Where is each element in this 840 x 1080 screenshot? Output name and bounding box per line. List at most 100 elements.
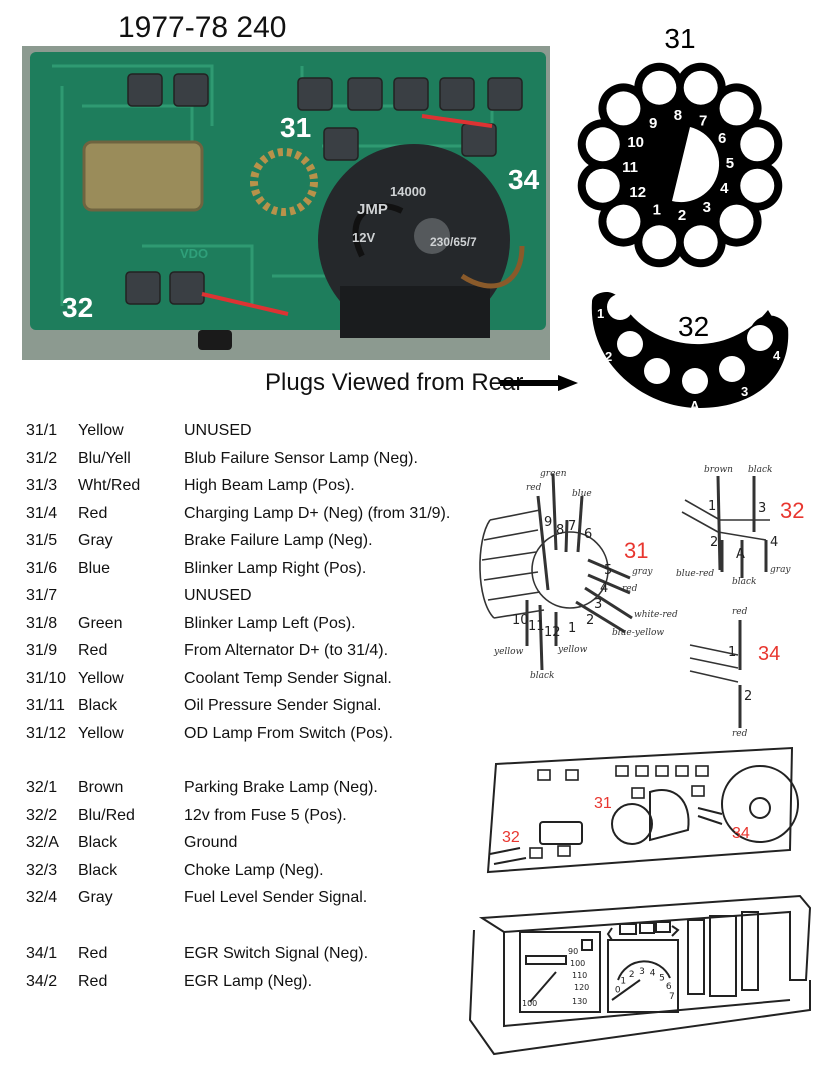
connector-32-pin-3: 3 (741, 384, 748, 399)
connector-31-pin-12: 12 (629, 184, 646, 201)
wire-label-31-red-2: red (622, 584, 638, 594)
wiring-plug-32-label: 32 (780, 498, 804, 523)
wiring-31-pin-8: 8 (556, 523, 564, 538)
connector-31-hole-10 (585, 127, 620, 162)
pin-function: Coolant Temp Sender Signal. (184, 669, 392, 687)
wiring-31-pin-4: 4 (600, 581, 608, 596)
pin-id: 31/8 (26, 614, 58, 632)
gauge-voltage-text: 12V (352, 230, 375, 245)
connector-32-hole-A (682, 368, 708, 394)
connector-32-hole-1 (607, 294, 633, 320)
pin-function: Ground (184, 834, 238, 851)
connector-31-pin-9: 9 (649, 115, 657, 132)
panel-label-32: 32 (502, 829, 520, 846)
pin-id: 32/3 (26, 861, 58, 879)
wiring-32-pin-A: A (736, 547, 745, 562)
photo-label-34: 34 (508, 164, 540, 195)
wire-label-32-gray: gray (770, 565, 791, 575)
wire-color: Brown (78, 779, 124, 796)
connector-32-pin-A: A (690, 398, 700, 413)
pin-function: From Alternator D+ (to 31/4). (184, 642, 389, 659)
connector-31-hole-1 (642, 225, 677, 260)
pin-function: UNUSED (184, 422, 252, 439)
speedo-tick-120: 120 (574, 983, 589, 992)
pcb-photo-illustration: JMP 14000 12V 230/65/7 VDO (22, 46, 550, 360)
panel-label-34: 34 (732, 825, 750, 842)
pin-id: 31/9 (26, 642, 58, 659)
wire-color: Blu/Red (78, 806, 135, 824)
wire-color: Red (78, 642, 108, 659)
wire-color (78, 582, 184, 610)
pin-id: 31/11 (26, 697, 65, 714)
wire-label-31-blue-yellow: blue-yellow (612, 628, 664, 638)
wire-label-31-red: red (526, 483, 542, 493)
tach-tick-5: 5 (659, 974, 665, 984)
connector-31-hole-9 (606, 91, 641, 126)
pin-id: 31/6 (26, 559, 58, 577)
pin-function: Blinker Lamp Right (Pos). (184, 559, 367, 577)
wiring-32-pin-3: 3 (758, 501, 766, 516)
wiring-31-pin-11: 11 (528, 619, 545, 634)
connector-31-pin-5: 5 (726, 155, 734, 172)
wire-label-32-brown: brown (704, 465, 733, 475)
connector-32-hole-2 (617, 331, 643, 357)
pin-id: 31/7 (26, 587, 58, 604)
connector-31-pin-2: 2 (678, 207, 686, 224)
pin-id: 32/1 (26, 779, 58, 796)
tach-tick-6: 6 (666, 982, 672, 992)
pin-id: 34/1 (26, 945, 58, 962)
connector-31-hole-11 (585, 168, 620, 203)
wiring-plug-34-label: 34 (758, 643, 780, 665)
connector-32-title: 32 (678, 311, 709, 342)
wiring-32-pin-4: 4 (770, 535, 778, 550)
wire-color: Gray (78, 532, 113, 549)
speedo-tick-90: 90 (568, 947, 578, 956)
wiring-plug-31-label: 31 (624, 538, 648, 563)
pcb-photo: JMP 14000 12V 230/65/7 VDO 31 32 34 (22, 46, 550, 360)
wiring-31-pin-6: 6 (584, 527, 592, 542)
pcb-brand-text: VDO (180, 246, 208, 261)
wire-label-31-yellow-2: yellow (557, 645, 588, 655)
wire-label-31-green: green (540, 469, 567, 479)
pin-id: 31/4 (26, 504, 58, 522)
speedo-tick-100-low: 100 (522, 999, 537, 1008)
pin-id: 31/1 (26, 422, 58, 439)
connector-31-hole-6 (719, 91, 754, 126)
connector-32-hole-4 (747, 325, 773, 351)
wiring-diagram: 31 32 34 red green blue gray red white-r… (479, 465, 804, 739)
wire-label-32-blue-red: blue-red (676, 569, 714, 579)
tach-tick-3: 3 (639, 967, 645, 977)
pin-id: 32/4 (26, 889, 58, 906)
tach-tick-4: 4 (650, 968, 656, 978)
connector-31-hole-4 (740, 168, 775, 203)
pin-function: Brake Failure Lamp (Neg). (184, 532, 373, 549)
tach-tick-0: 0 (615, 985, 621, 995)
wiring-31-pin-1: 1 (568, 621, 576, 636)
pin-row: 31/9 Red From Alternator D+ (to 31/4). (26, 637, 484, 665)
gauge-code-text: 230/65/7 (430, 235, 477, 249)
wire-color: Yellow (78, 669, 124, 687)
wire-label-34-red-top: red (732, 607, 748, 617)
plugs-caption: Plugs Viewed from Rear (265, 369, 524, 396)
photo-label-32: 32 (62, 292, 94, 323)
wire-color: Black (78, 834, 118, 851)
pin-id: 31/10 (26, 669, 67, 687)
wiring-31-pin-2: 2 (586, 613, 594, 628)
wire-color: Gray (78, 889, 113, 906)
connector-32-rear-view: 1 2 A 3 4 32 (591, 292, 789, 413)
arrow-right-icon (500, 375, 578, 391)
connector-31-pin-7: 7 (699, 113, 707, 130)
wire-color: Red (78, 945, 108, 962)
connector-31-pin-10: 10 (627, 134, 644, 151)
